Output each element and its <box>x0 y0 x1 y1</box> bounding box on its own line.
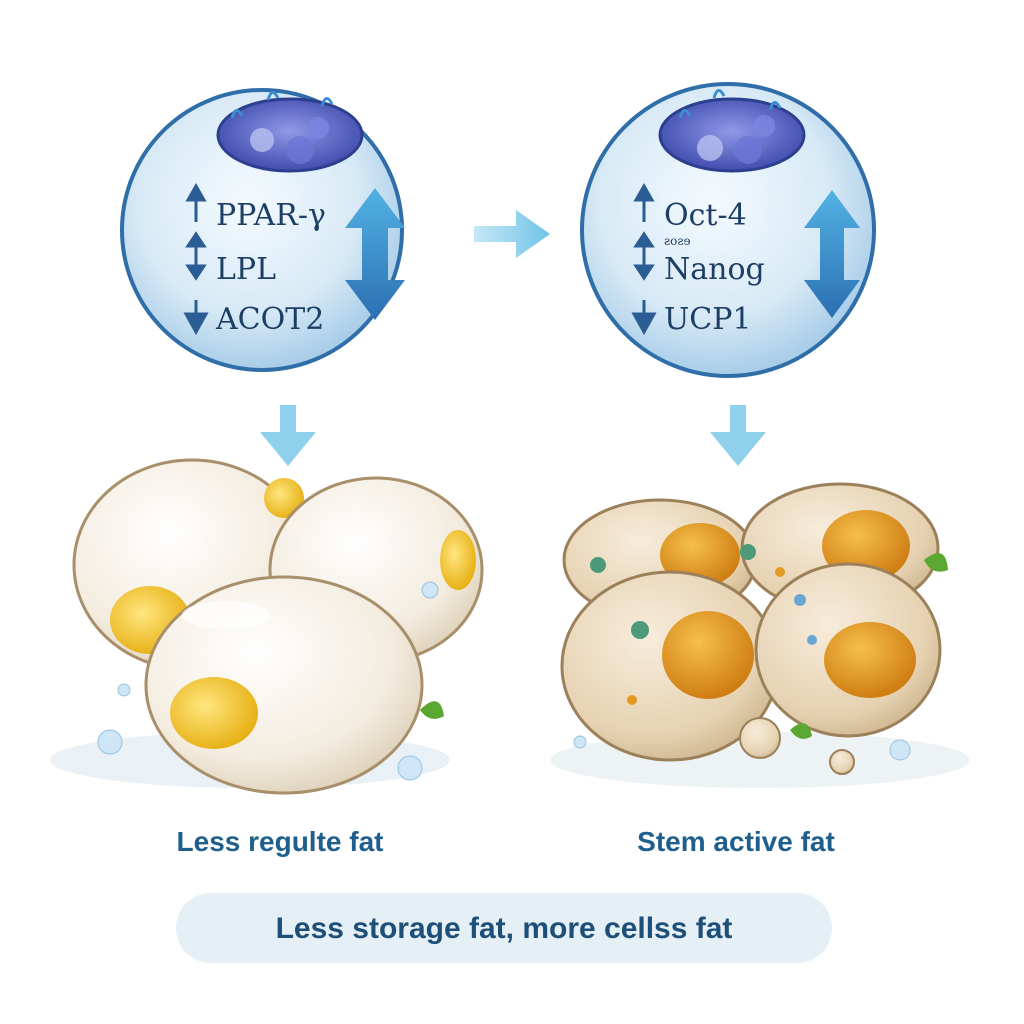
gene-label-nanog: Nanog <box>664 252 765 287</box>
left-cell-sphere <box>120 88 404 372</box>
right-down-arrow-icon <box>710 405 766 466</box>
gene-small-text: ƨoƨɘ <box>664 234 691 248</box>
white-fat-cells <box>50 458 484 795</box>
gene-label-acot2: ACOT2 <box>216 302 325 337</box>
gene-label-ucp1: UCP1 <box>664 302 752 337</box>
left-regulation-arrow-icon <box>345 188 405 320</box>
right-regulation-arrow-icon <box>804 190 860 318</box>
gene-arrows-right <box>631 182 657 336</box>
gene-label-pparg: PPAR-γ <box>216 198 326 233</box>
left-caption: Less regulte fat <box>176 826 384 857</box>
left-down-arrow-icon <box>260 405 316 466</box>
right-caption: Stem active fat <box>637 826 835 857</box>
gene-label-lpl: LPL <box>216 252 277 287</box>
right-cell-sphere <box>580 82 876 378</box>
gene-arrows-left <box>183 182 209 336</box>
summary-banner-text: Less storage fat, more cellss fat <box>275 912 733 945</box>
summary-banner: Less storage fat, more cellss fat <box>176 893 832 963</box>
stem-active-fat-cells <box>550 482 970 788</box>
gene-label-oct4: Oct-4 <box>664 198 747 233</box>
transition-arrow-icon <box>474 210 550 258</box>
